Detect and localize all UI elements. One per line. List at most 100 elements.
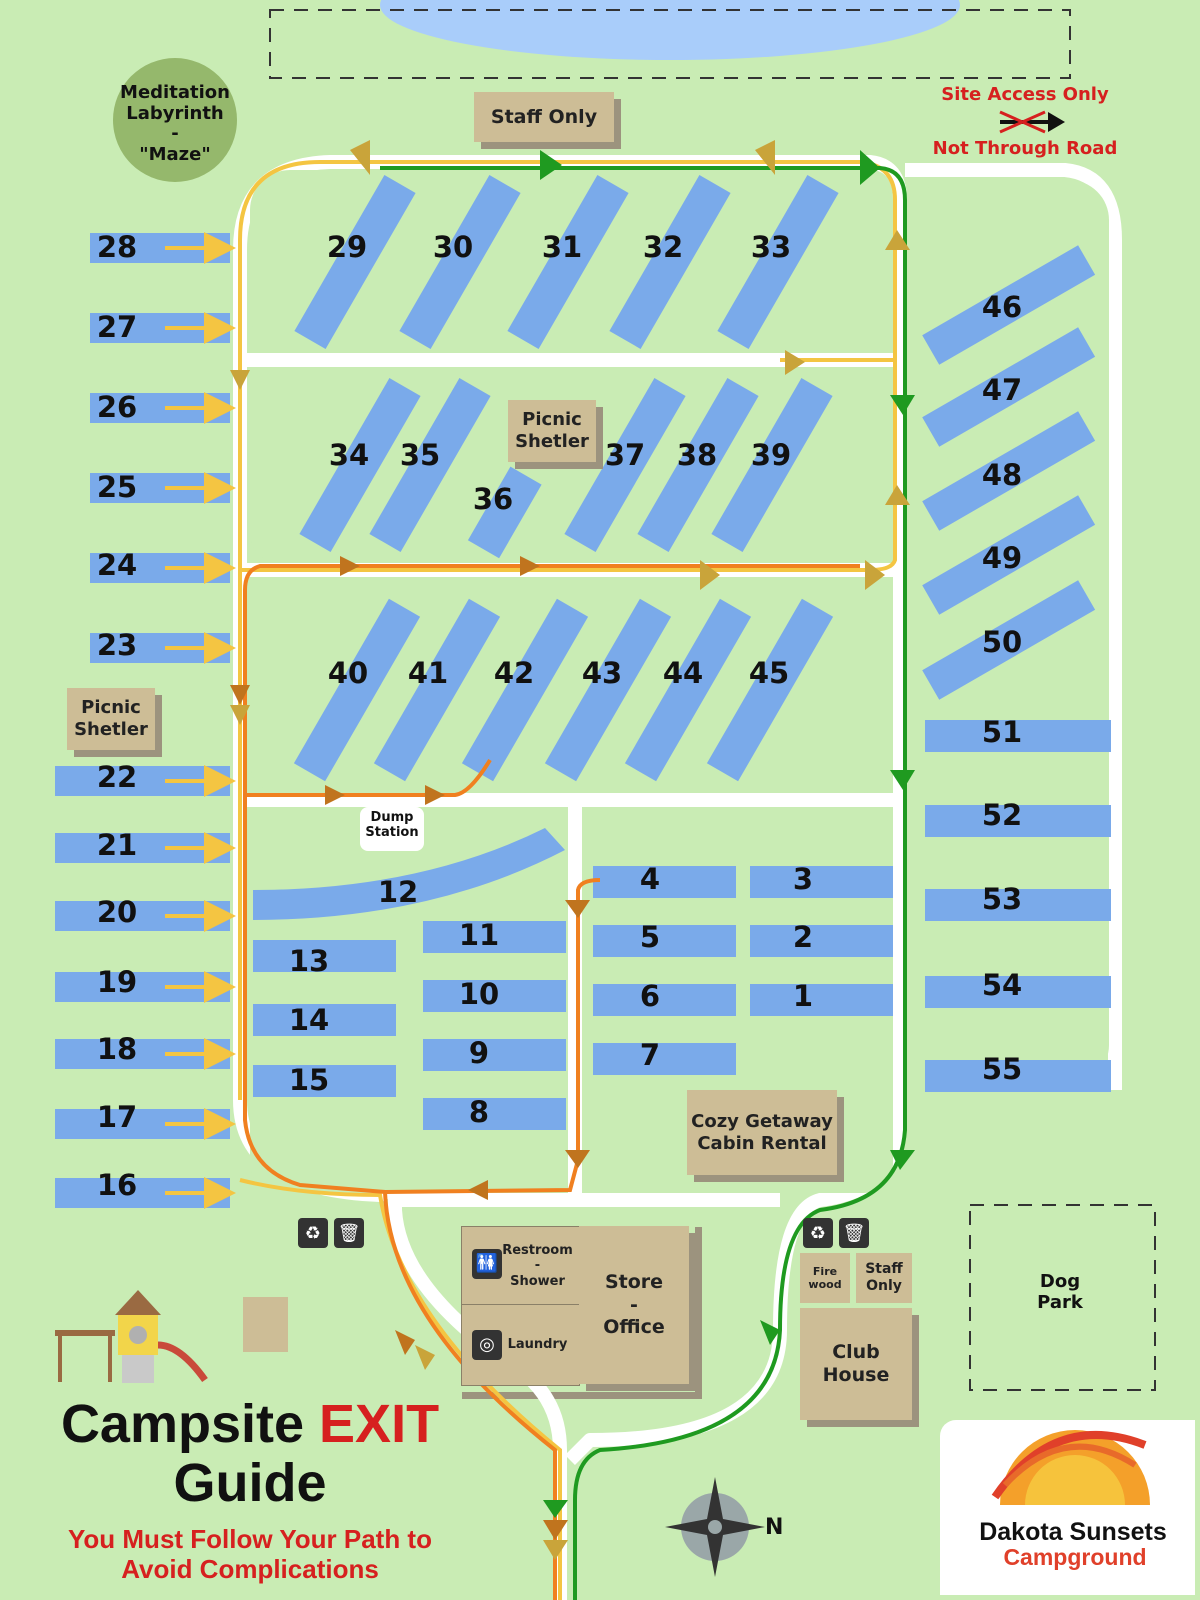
trash-icon-left: 🗑	[334, 1218, 364, 1248]
diagonal-pads	[293, 175, 839, 782]
site-15-label: 15	[288, 1063, 330, 1097]
title-exit: EXIT	[319, 1394, 440, 1454]
left-site-arrows	[165, 232, 236, 1209]
route-arrowheads	[230, 140, 910, 1560]
dump-line-1: Dump	[370, 810, 414, 825]
site-11-label: 11	[458, 918, 500, 952]
site-20-label: 20	[96, 895, 138, 929]
site-51-label: 51	[981, 715, 1023, 749]
picnic-shelter-left: Picnic Shetler	[67, 688, 155, 750]
site-25-label: 25	[96, 470, 138, 504]
firewood-line-1: Fire	[812, 1264, 838, 1278]
picnic-center-line-1: Picnic	[522, 409, 582, 431]
firewood-line-2: wood	[808, 1278, 842, 1291]
site-17-label: 17	[96, 1100, 138, 1134]
site-41-label: 41	[407, 656, 449, 690]
title-line-2: Guide	[173, 1453, 327, 1514]
site-pads	[55, 233, 1111, 1208]
picnic-left-line-2: Shetler	[74, 719, 148, 740]
site-43-label: 43	[581, 656, 623, 690]
brand-name: Dakota Sunsets	[979, 1518, 1167, 1546]
picnic-shelter-center: Picnic Shetler	[508, 400, 596, 462]
labyrinth-circle	[113, 58, 237, 182]
site-26-label: 26	[96, 390, 138, 424]
site-42-label: 42	[493, 656, 535, 690]
site-47-label: 47	[981, 373, 1023, 407]
site-9-label: 9	[468, 1036, 490, 1070]
site-10-label: 10	[458, 977, 500, 1011]
site-33-label: 33	[750, 230, 792, 264]
site-31-label: 31	[541, 230, 583, 264]
site-37-label: 37	[604, 438, 646, 472]
map-title: Campsite EXIT Guide	[30, 1394, 470, 1514]
restroom-line-1: Restroom	[502, 1242, 573, 1258]
site-32-label: 32	[642, 230, 684, 264]
site-28-label: 28	[96, 230, 138, 264]
logo-sun	[991, 1430, 1150, 1505]
cabin-line-2: Cabin Rental	[697, 1132, 827, 1154]
store-line-3: Office	[603, 1316, 665, 1339]
store-office: Store - Office	[579, 1226, 689, 1384]
staff-only-club: Staff Only	[856, 1253, 912, 1303]
site-22-label: 22	[96, 760, 138, 794]
site-55-label: 55	[981, 1052, 1023, 1086]
club-house: Club House	[800, 1308, 912, 1420]
trash-icon-right: 🗑	[839, 1218, 869, 1248]
site-53-label: 53	[981, 882, 1023, 916]
staff-only-top: Staff Only	[474, 92, 614, 142]
title-line-1: Campsite	[60, 1394, 320, 1454]
restroom-line-2: -	[534, 1258, 541, 1274]
site-13-label: 13	[288, 944, 330, 978]
site-48-label: 48	[981, 458, 1023, 492]
site-35-label: 35	[399, 438, 441, 472]
washer-icon: ◎	[472, 1330, 502, 1360]
site-21-label: 21	[96, 828, 138, 862]
site-24-label: 24	[96, 548, 138, 582]
staff-only-top-text: Staff Only	[490, 105, 598, 128]
legend-site-access: Site Access Only	[941, 84, 1109, 105]
subtitle-line-2: Avoid Complications	[121, 1553, 379, 1584]
site-8-label: 8	[468, 1095, 490, 1129]
site-23-label: 23	[96, 628, 138, 662]
site-36-label: 36	[472, 482, 514, 516]
site-12-label: 12	[377, 875, 419, 909]
dog-park-boundary	[969, 1204, 1156, 1391]
site-54-label: 54	[981, 968, 1023, 1002]
cabin-line-1: Cozy Getaway	[691, 1110, 833, 1132]
site-49-label: 49	[981, 541, 1023, 575]
restroom-shower: 🚻 Restroom - Shower	[461, 1226, 580, 1306]
site-46-label: 46	[981, 290, 1023, 324]
site-5-label: 5	[639, 920, 661, 954]
cabin-rental: Cozy Getaway Cabin Rental	[687, 1090, 837, 1175]
legend-not-through: Not Through Road	[932, 138, 1118, 159]
labyrinth-line-2: Labyrinth	[126, 102, 224, 124]
site-45-label: 45	[748, 656, 790, 690]
recycle-icon-left: ♻	[298, 1218, 328, 1248]
recycle-icon-right: ♻	[803, 1218, 833, 1248]
dog-park-line-2: Park	[1037, 1291, 1083, 1313]
site-2-label: 2	[792, 920, 814, 954]
labyrinth-line-1: Meditation	[120, 82, 230, 103]
laundry: ◎ Laundry	[461, 1304, 580, 1386]
staff-bottom-line-1: Staff	[865, 1261, 903, 1278]
site-7-label: 7	[639, 1038, 661, 1072]
site-50-label: 50	[981, 625, 1023, 659]
subtitle-line-1: You Must Follow Your Path to	[68, 1524, 432, 1554]
pond	[380, 0, 960, 60]
store-line-1: Store	[604, 1270, 664, 1293]
staff-bottom-line-2: Only	[866, 1278, 902, 1294]
dog-park-line-1: Dog	[1039, 1271, 1081, 1292]
green-arrowheads	[540, 150, 915, 1345]
picnic-left-line-1: Picnic	[81, 697, 141, 719]
site-6-label: 6	[639, 979, 661, 1013]
site-14-label: 14	[288, 1003, 330, 1037]
brand-sub: Campground	[1003, 1544, 1147, 1570]
site-3-label: 3	[792, 862, 814, 896]
site-29-label: 29	[326, 230, 368, 264]
club-line-1: Club	[832, 1341, 880, 1364]
playground	[55, 1290, 208, 1383]
dump-line-2: Station	[365, 824, 419, 840]
map-subtitle: You Must Follow Your Path to Avoid Compl…	[20, 1524, 480, 1585]
site-19-label: 19	[96, 965, 138, 999]
